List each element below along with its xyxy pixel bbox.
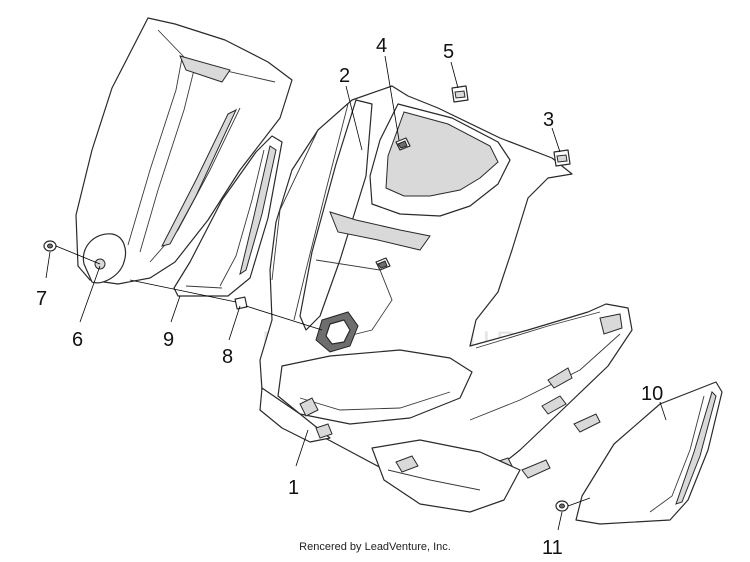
callout-10: 10 bbox=[641, 383, 663, 405]
callout-7: 7 bbox=[36, 288, 47, 310]
leader-lines bbox=[45, 55, 667, 531]
screw-4 bbox=[395, 137, 411, 151]
screw-lower bbox=[375, 257, 391, 271]
callout-11: 11 bbox=[542, 537, 563, 559]
callout-5: 5 bbox=[443, 41, 454, 63]
callout-3: 3 bbox=[543, 109, 554, 131]
front-shield-main bbox=[259, 85, 633, 513]
clip-8 bbox=[234, 296, 248, 310]
callouts: 1 2 3 4 5 6 7 8 9 10 11 bbox=[36, 35, 663, 559]
clip-5 bbox=[451, 85, 469, 103]
clip-3 bbox=[553, 149, 571, 167]
nut-11 bbox=[555, 500, 569, 512]
callout-8: 8 bbox=[222, 346, 233, 368]
callout-6: 6 bbox=[72, 329, 83, 351]
side-panel-10 bbox=[575, 381, 723, 525]
callout-1: 1 bbox=[288, 477, 299, 499]
callout-9: 9 bbox=[163, 329, 174, 351]
screw-7 bbox=[43, 240, 57, 252]
callout-2: 2 bbox=[339, 65, 350, 87]
render-credit: Rencered by LeadVenture, Inc. bbox=[299, 541, 451, 553]
callout-4: 4 bbox=[376, 35, 387, 57]
front-shield-upper-cover bbox=[75, 17, 293, 285]
side-trim-panel bbox=[173, 135, 283, 297]
